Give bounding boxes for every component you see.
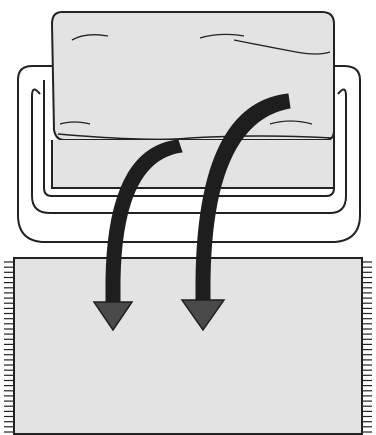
cushion-wrinkle-4 — [59, 121, 91, 125]
cushion-wrinkle-3 — [233, 39, 331, 55]
right-arrow-head — [180, 299, 226, 332]
left-arrow-head — [92, 301, 134, 332]
cushion-wrinkle-5 — [269, 120, 313, 125]
armchair-inner-frame — [31, 88, 347, 214]
cushion-wrinkle-2 — [199, 33, 245, 39]
rug-fringe-right — [362, 261, 372, 433]
left-arrow-shaft — [105, 139, 183, 303]
fringed-rug-icon — [4, 257, 372, 435]
curved-down-arrow-icon — [92, 139, 183, 332]
cushion-seam — [57, 133, 333, 141]
rug-fringe-left — [4, 261, 14, 433]
right-arrow-shaft — [195, 93, 291, 301]
curved-down-arrow-icon — [180, 93, 291, 332]
armchair-seat-back — [43, 80, 335, 197]
rug-body — [13, 257, 363, 435]
cushion-seat-lower — [51, 140, 335, 189]
seat-cushion-icon — [50, 11, 335, 189]
cushion-wrinkle-1 — [71, 34, 109, 41]
